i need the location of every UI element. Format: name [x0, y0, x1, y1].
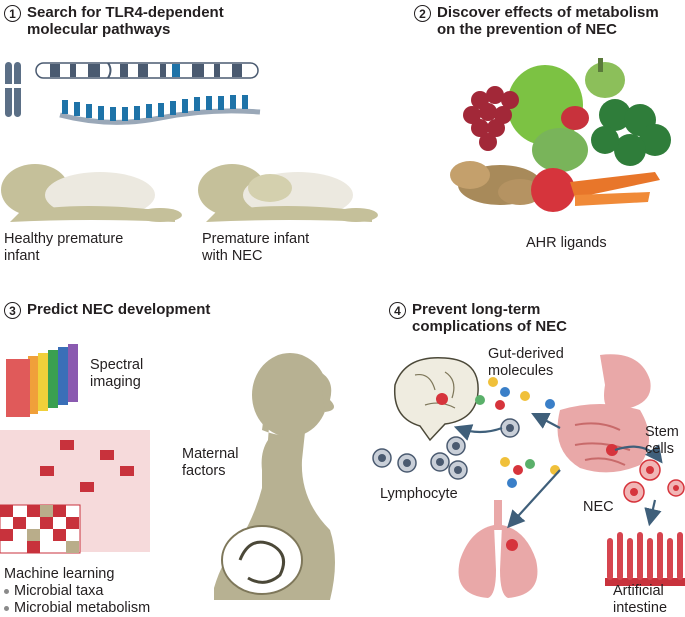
spectral-imaging-image: [6, 344, 78, 417]
panel-number: 2: [414, 5, 431, 22]
artificial-intestine-label: Artificial intestine: [613, 583, 668, 616]
lymphocyte-label: Lymphocyte: [380, 486, 458, 502]
healthy-infant-image: [1, 164, 182, 222]
maternal-silhouette: [214, 353, 335, 600]
gut-derived-molecules-label: Gut-derived molecules: [488, 346, 564, 379]
panel-number: 3: [4, 302, 21, 319]
list-item: Microbial taxa: [4, 583, 150, 600]
food-bowl-image: [450, 58, 671, 212]
cube-grid: [0, 504, 81, 554]
list-item-text: Microbial taxa: [14, 583, 104, 599]
machine-learning-label: Machine learning: [4, 566, 115, 582]
panel-number: 1: [4, 5, 21, 22]
dna-strand: [59, 95, 261, 125]
ahr-ligands-label: AHR ligands: [526, 235, 607, 251]
gut-image: [557, 354, 651, 473]
machine-learning-block: Machine learning Microbial taxa Microbia…: [4, 566, 150, 617]
panel-title: Prevent long-term complications of NEC: [412, 301, 568, 335]
flow-arrows: [453, 413, 663, 529]
panel-1-heading: 1 Search for TLR4-dependent molecular pa…: [4, 4, 224, 38]
panel-title: Predict NEC development: [27, 301, 211, 318]
nec-infant-label: Premature infant with NEC: [202, 231, 310, 264]
machine-learning-cubes: [0, 430, 150, 554]
stem-cells: [623, 459, 685, 503]
healthy-infant-label: Healthy premature infant: [4, 231, 124, 264]
lungs-image: [458, 500, 538, 598]
molecule-dots: [475, 377, 560, 488]
bullet-icon: [4, 589, 9, 594]
lymphocyte-cells: [372, 418, 520, 480]
nec-infant-image: [198, 164, 378, 222]
stem-cells-label: Stem cells: [645, 424, 679, 457]
panel-2-heading: 2 Discover effects of metabolism on the …: [414, 4, 659, 38]
panel-4-heading: 4 Prevent long-term complications of NEC: [389, 301, 567, 335]
bullet-icon: [4, 606, 9, 611]
list-item-text: Microbial metabolism: [14, 600, 151, 616]
nec-label: NEC: [583, 499, 614, 515]
panel-title: Discover effects of metabolism on the pr…: [437, 4, 659, 38]
maternal-factors-label: Maternal factors: [182, 446, 239, 479]
list-item: Microbial metabolism: [4, 600, 150, 617]
spectral-imaging-label: Spectral imaging: [90, 357, 144, 390]
chromosome-bar: [35, 62, 259, 79]
brain-image: [393, 356, 479, 442]
panel-number: 4: [389, 302, 406, 319]
artificial-intestine-image: [605, 532, 685, 586]
panel-3-heading: 3 Predict NEC development: [4, 301, 210, 319]
panel-title: Search for TLR4-dependent molecular path…: [27, 4, 224, 38]
chromosome-icon: [4, 62, 22, 117]
